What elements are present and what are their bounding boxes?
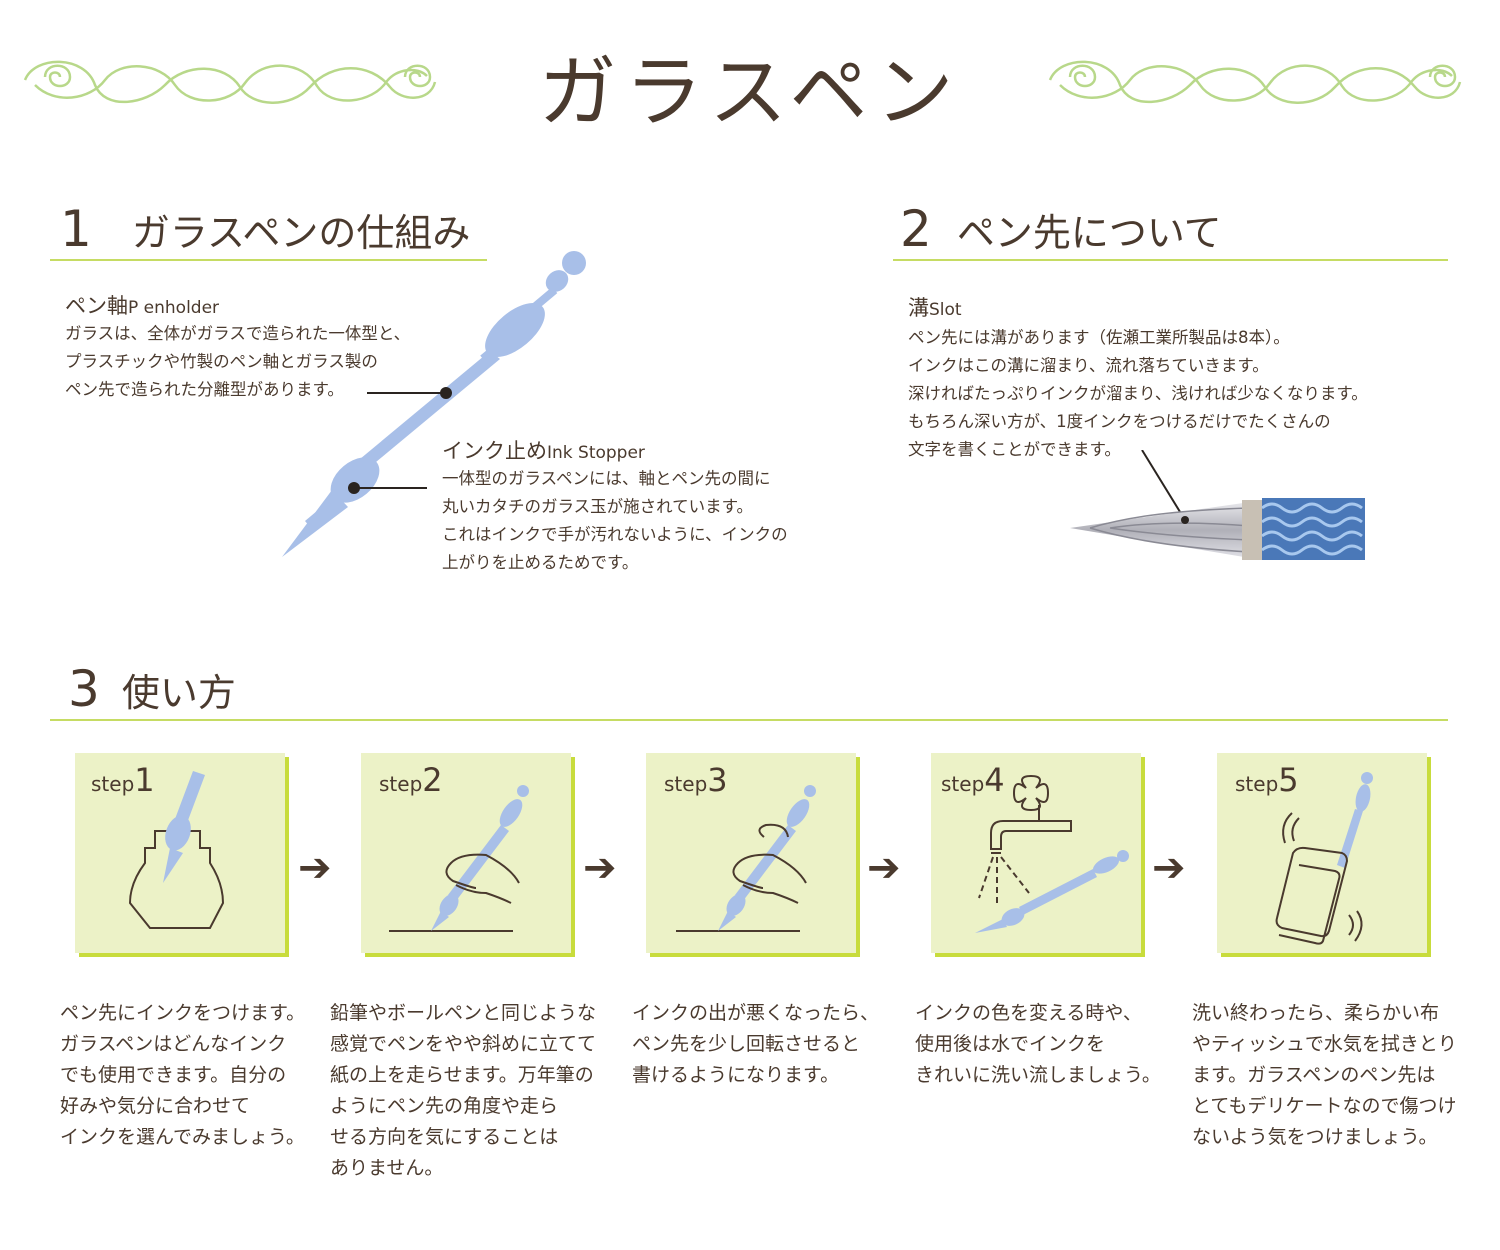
step3-description: インクの出が悪くなったら、 ペン先を少し回転させると 書けるようになります。 (632, 1002, 880, 1086)
step4-label: step4 (941, 761, 1005, 799)
penholder-label: ペン軸P enholder (65, 294, 220, 318)
faucet-wash-icon (975, 774, 1129, 933)
wipe-cloth-icon (1275, 772, 1373, 945)
section2-heading: 2 ペン先について (900, 200, 1222, 258)
slot-description: ペン先には溝があります（佐瀬工業所製品は8本）。 インクはこの溝に溜まり、流れ落… (908, 328, 1368, 459)
arrow-icon: ➔ (298, 845, 332, 891)
section3-title: 使い方 (121, 671, 236, 715)
ink-stopper-description: 一体型のガラスペンには、軸とペン先の間に 丸いカタチのガラス玉が施されています。… (442, 469, 788, 572)
section1-title: ガラスペンの仕組み (131, 211, 471, 255)
step5-description: 洗い終わったら、柔らかい布 やティッシュで水気を拭きとり ます。ガラスペンのペン… (1192, 1002, 1457, 1148)
section3-number: 3 (68, 660, 100, 718)
right-flourish-ornament (1048, 60, 1462, 104)
ink-stopper-label: インク止めInk Stopper (442, 439, 645, 463)
section2-title: ペン先について (956, 211, 1222, 255)
step2-label: step2 (379, 761, 443, 799)
arrow-icon: ➔ (1152, 845, 1186, 891)
step1-description: ペン先にインクをつけます。 ガラスペンはどんなインク でも使用できます。自分の … (60, 1002, 306, 1148)
step3-label: step3 (664, 761, 728, 799)
section1-number: 1 (60, 200, 92, 258)
section3-heading: 3 使い方 (68, 660, 236, 718)
writing-hand-icon (389, 785, 529, 932)
step5-card: step5 (1217, 753, 1427, 953)
step2-card: step2 (361, 753, 571, 953)
glass-pen-illustration (282, 251, 586, 557)
step3-card: step3 (646, 753, 856, 953)
rotate-pen-icon (676, 785, 816, 932)
step4-description: インクの色を変える時や、 使用後は水でインクを きれいに洗い流しましょう。 (915, 1002, 1161, 1086)
ink-bottle-icon (128, 771, 225, 929)
penholder-description: ガラスは、全体がガラスで造られた一体型と、 プラスチックや竹製のペン軸とガラス製… (65, 324, 411, 399)
arrow-icon: ➔ (583, 845, 617, 891)
step5-label: step5 (1235, 761, 1299, 799)
step1-card: step1 (75, 753, 285, 953)
ink-stopper-leader-line (355, 487, 427, 489)
section2-rule (893, 259, 1448, 261)
pen-nib-photo (1070, 450, 1365, 560)
arrow-icon: ➔ (867, 845, 901, 891)
penholder-leader-line (367, 392, 445, 394)
page-title: ガラスペン (538, 48, 962, 138)
section2-number: 2 (900, 200, 932, 258)
left-flourish-ornament (23, 60, 437, 104)
step2-description: 鉛筆やボールペンと同じような 感覚でペンをやや斜めに立てて 紙の上を走らせます。… (330, 1002, 597, 1179)
section1-heading: 1 ガラスペンの仕組み (60, 200, 470, 258)
step4-card: step4 (931, 753, 1141, 953)
slot-label: 溝Slot (908, 296, 962, 320)
section1-rule (50, 259, 487, 261)
section3-rule (50, 719, 1448, 721)
step1-label: step1 (91, 761, 155, 799)
